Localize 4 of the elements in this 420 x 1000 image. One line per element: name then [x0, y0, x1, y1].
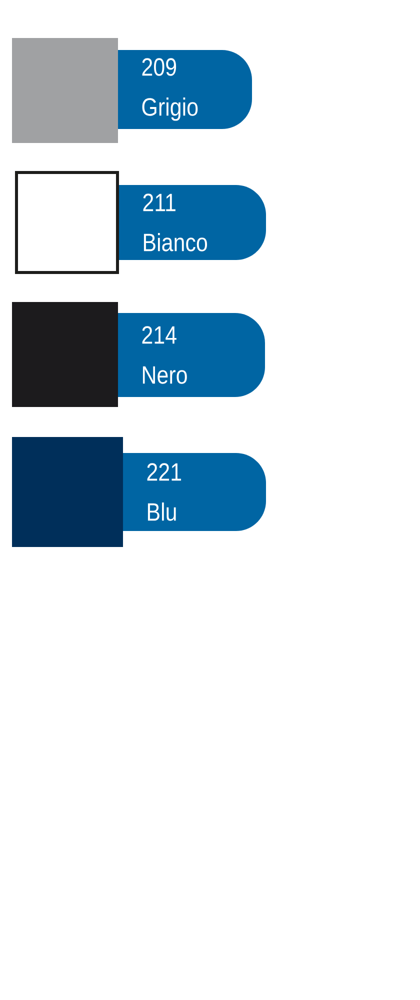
legend-label: 214 Nero	[118, 312, 265, 397]
legend-label: 211 Bianco	[119, 184, 266, 260]
legend-label: 221 Blu	[123, 453, 266, 531]
legend-label: 209 Grigio	[118, 50, 252, 129]
